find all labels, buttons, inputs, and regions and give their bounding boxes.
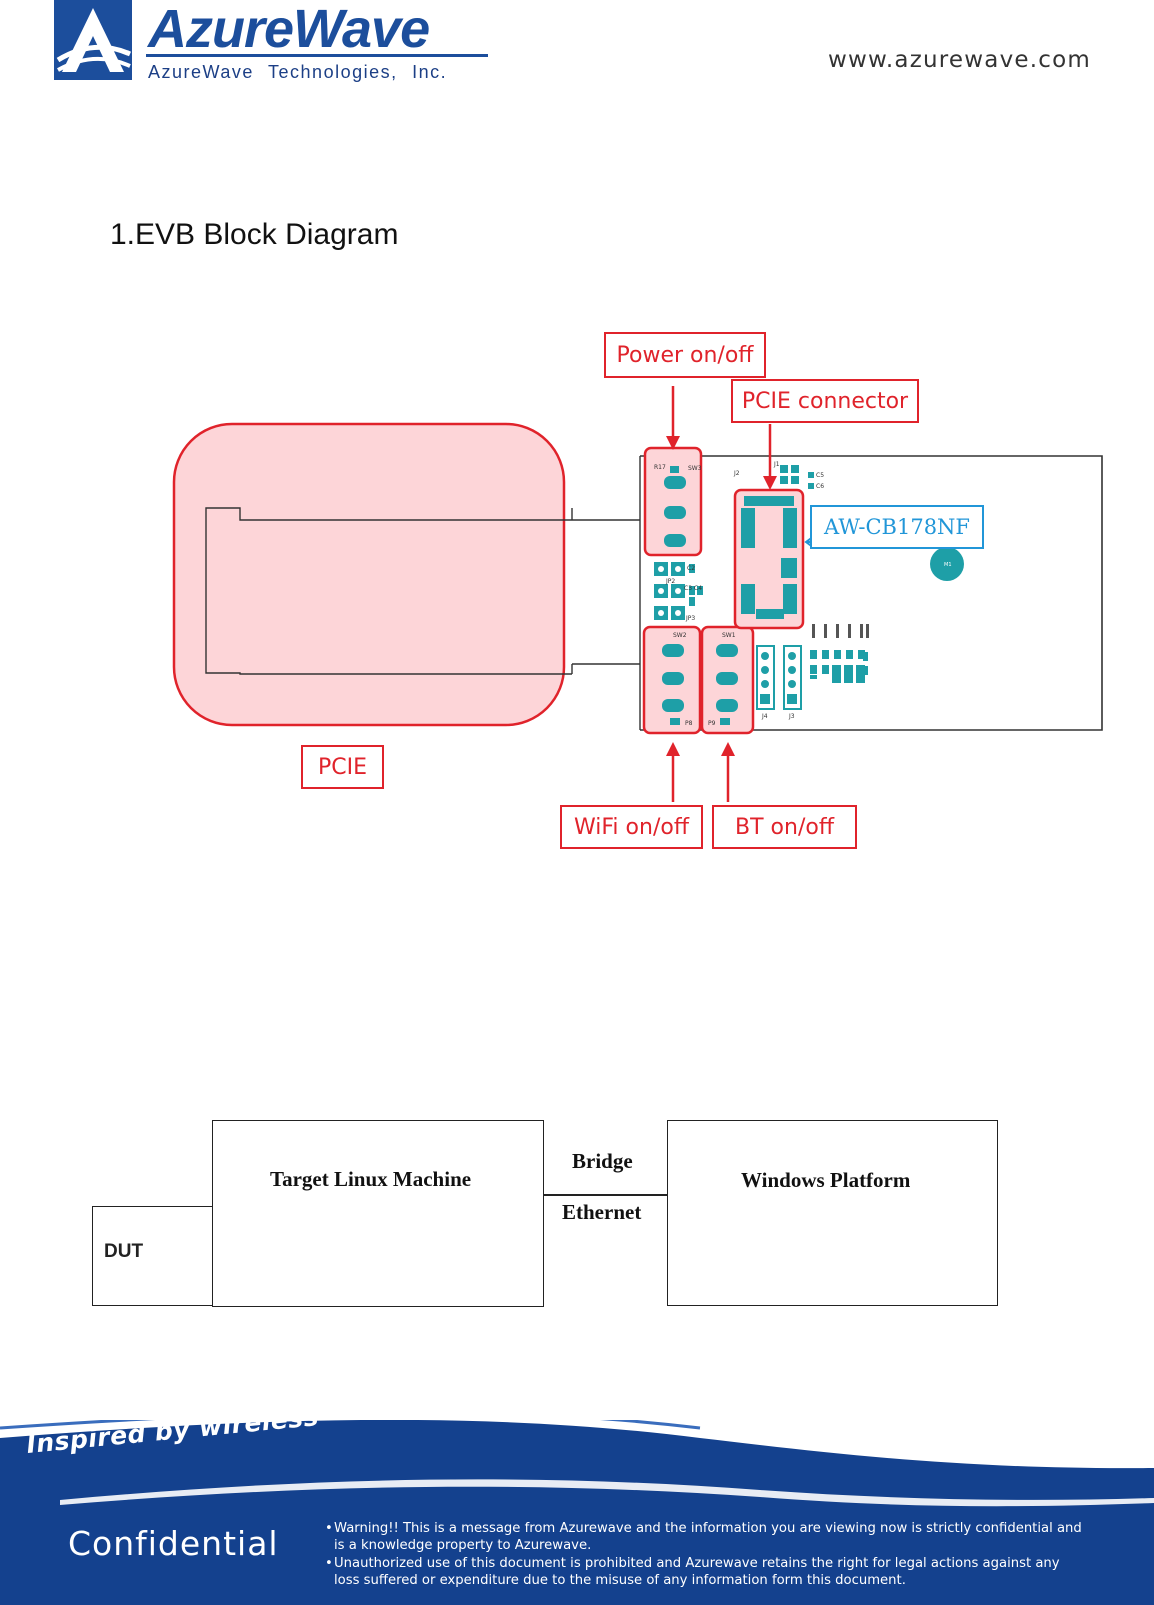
ethernet-label: Ethernet — [562, 1200, 642, 1224]
svg-text:J2: J2 — [733, 470, 740, 477]
board-outline — [640, 455, 1103, 731]
warning-bullet-1: • — [325, 1521, 333, 1536]
warning-text-1a: Warning!! This is a message from Azurewa… — [334, 1521, 1082, 1536]
svg-text:SW3: SW3 — [688, 465, 702, 472]
bt-callout: BT on/off — [712, 805, 857, 849]
windows-platform-title: Windows Platform — [741, 1168, 911, 1192]
svg-text:C2: C2 — [687, 565, 695, 572]
power-callout: Power on/off — [604, 332, 766, 378]
warning-line-1a: • Warning!! This is a message from Azure… — [325, 1520, 1134, 1537]
svg-text:C3: C3 — [684, 585, 692, 592]
logo-subtitle: AzureWave Technologies, Inc. — [148, 62, 448, 82]
pcie-edge-outline — [205, 507, 572, 675]
svg-text:SW1: SW1 — [722, 632, 736, 639]
evb-board-diagram: R17 SW3 C2 C3 C4 JP2 JP3 SW2 P8 SW1 P9 J… — [172, 386, 1103, 802]
target-linux-title: Target Linux Machine — [270, 1167, 472, 1191]
pcie-callout: PCIE — [301, 745, 384, 789]
svg-text:M1: M1 — [944, 562, 952, 568]
svg-text:C4: C4 — [694, 585, 702, 592]
warning-line-2b: loss suffered or expenditure due to the … — [334, 1573, 906, 1588]
svg-text:J1: J1 — [773, 461, 780, 468]
bridge-label: Bridge — [572, 1149, 633, 1173]
warning-line-1b: is a knowledge property to Azurewave. — [334, 1538, 592, 1553]
svg-text:P8: P8 — [685, 720, 693, 727]
pcie-connector-callout: PCIE connector — [731, 379, 919, 423]
svg-text:J3: J3 — [788, 713, 795, 720]
warning-bullet-2: • — [325, 1556, 333, 1571]
windows-platform-box — [667, 1120, 998, 1306]
svg-text:SW2: SW2 — [673, 632, 687, 639]
website-url: www.azurewave.com — [828, 47, 1091, 73]
wifi-callout: WiFi on/off — [560, 805, 703, 849]
section-title: 1.EVB Block Diagram — [110, 218, 399, 251]
logo-wordmark: AzureWave — [148, 0, 430, 59]
svg-text:C5: C5 — [816, 472, 824, 479]
svg-text:JP2: JP2 — [665, 578, 675, 585]
logo-rule — [146, 54, 488, 57]
confidential-label: Confidential — [68, 1524, 279, 1563]
target-linux-box — [212, 1120, 544, 1307]
dut-label: DUT — [104, 1241, 144, 1262]
ethernet-link — [543, 1194, 668, 1196]
module-label: AW-CB178NF — [810, 505, 984, 549]
pcie-highlight — [172, 422, 566, 727]
svg-text:R17: R17 — [654, 464, 666, 471]
azurewave-logo-icon — [54, 0, 132, 80]
footer-band — [0, 1420, 1154, 1605]
svg-text:JP3: JP3 — [685, 615, 695, 622]
dut-box — [92, 1206, 213, 1306]
svg-text:C6: C6 — [816, 483, 824, 490]
svg-text:J4: J4 — [761, 713, 768, 720]
warning-line-2a: • Unauthorized use of this document is p… — [325, 1555, 1134, 1572]
warning-text-2a: Unauthorized use of this document is pro… — [334, 1556, 1060, 1571]
svg-text:P9: P9 — [708, 720, 716, 727]
mounting-hole — [930, 547, 964, 581]
